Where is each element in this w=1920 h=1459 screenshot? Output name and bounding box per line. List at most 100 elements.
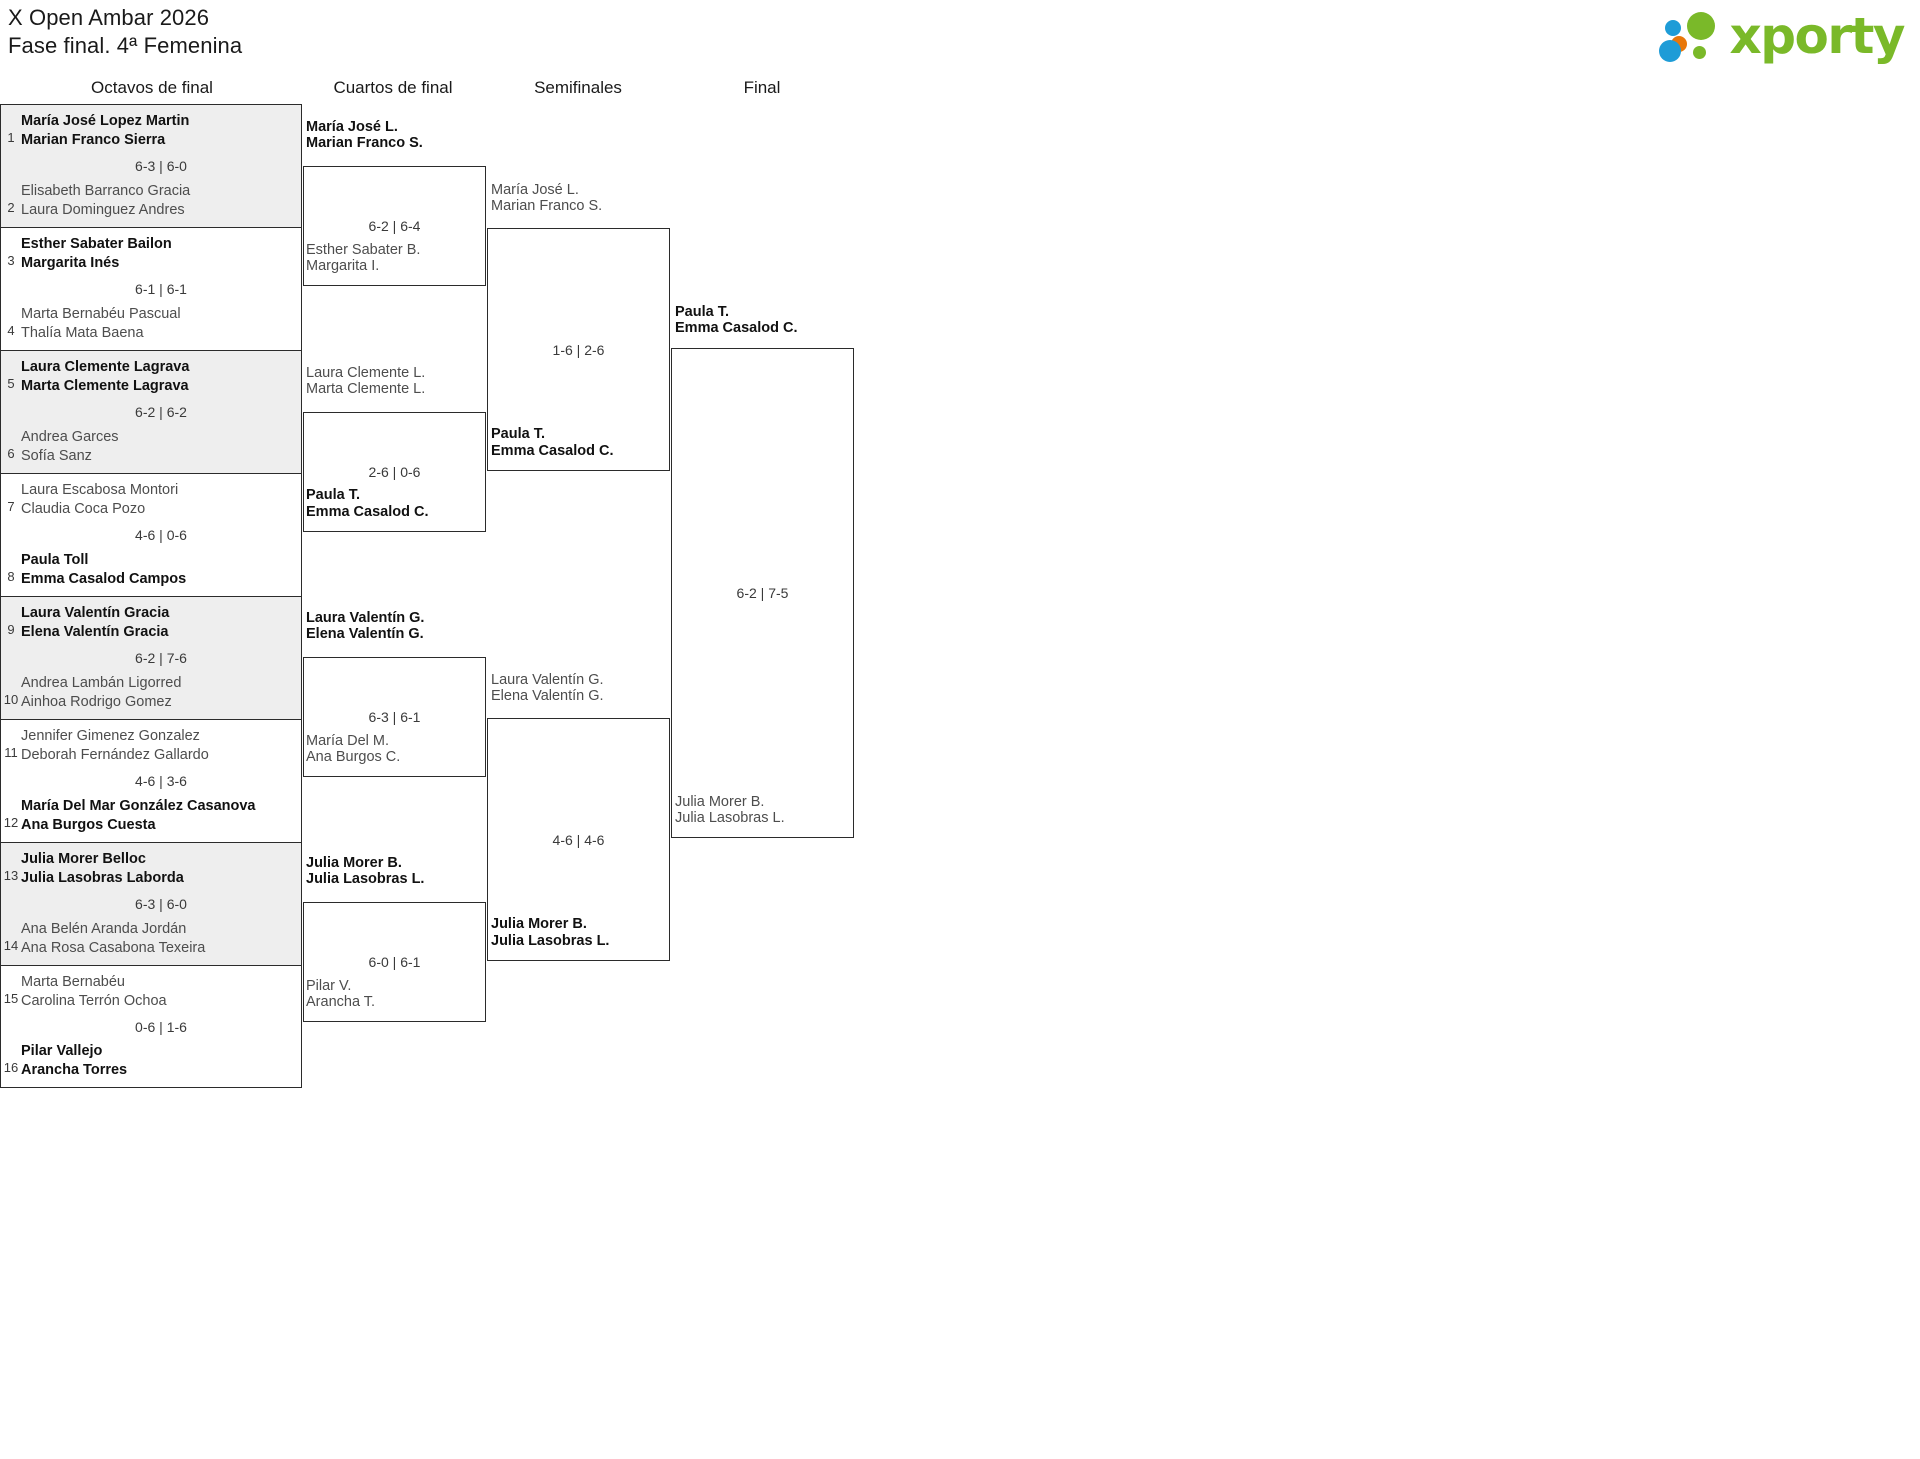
r16-match-6-bottom-team[interactable]: 12 María Del Mar González Casanova Ana B…: [1, 794, 301, 838]
r16-match-1-top-team[interactable]: 1 María José Lopez Martin Marian Franco …: [1, 109, 301, 153]
qf-2-bottom-player-2[interactable]: Emma Casalod C.: [306, 504, 429, 520]
r16-match-5[interactable]: 9 Laura Valentín Gracia Elena Valentín G…: [0, 596, 302, 719]
sf-1-top-player-1[interactable]: María José L.: [491, 182, 579, 198]
r16-match-4[interactable]: 7 Laura Escabosa Montori Claudia Coca Po…: [0, 473, 302, 596]
qf-4-bottom-player-1[interactable]: Pilar V.: [306, 978, 352, 994]
player-name: María José Lopez Martin: [21, 113, 190, 129]
qf-3-top-player-2[interactable]: Elena Valentín G.: [306, 626, 424, 642]
player-name: Ana Belén Aranda Jordán: [21, 921, 187, 937]
player-name: Julia Lasobras Laborda: [21, 870, 184, 886]
seed-number: 5: [7, 376, 15, 391]
r16-match-5-bottom-team[interactable]: 10 Andrea Lambán Ligorred Ainhoa Rodrigo…: [1, 671, 301, 715]
final-bottom-player-2[interactable]: Julia Lasobras L.: [675, 810, 785, 826]
qf-1-top-player-1[interactable]: María José L.: [306, 119, 398, 135]
seed-number: 2: [7, 200, 15, 215]
sf-1-bottom-player-2[interactable]: Emma Casalod C.: [491, 443, 614, 459]
xporty-logo: xporty: [1659, 8, 1905, 64]
player-name: Claudia Coca Pozo: [21, 501, 146, 517]
seed-number: 8: [7, 569, 15, 584]
r16-match-7-top-team[interactable]: 13 Julia Morer Belloc Julia Lasobras Lab…: [1, 847, 301, 891]
seed-number: 7: [7, 499, 15, 514]
player-name: Laura Dominguez Andres: [21, 202, 185, 218]
qf-3-score: 6-3 | 6-1: [368, 709, 421, 725]
final-top-player-1[interactable]: Paula T.: [675, 304, 729, 320]
qf-4-bottom-player-2[interactable]: Arancha T.: [306, 994, 376, 1010]
sf-2-bottom-player-1[interactable]: Julia Morer B.: [491, 916, 587, 932]
player-name: Pilar Vallejo: [21, 1043, 103, 1059]
r16-match-4-top-team[interactable]: 7 Laura Escabosa Montori Claudia Coca Po…: [1, 478, 301, 522]
sf-1-connector: 1-6 | 2-6: [487, 228, 670, 471]
final-top-player-2[interactable]: Emma Casalod C.: [675, 320, 798, 336]
qf-3-bottom-player-2[interactable]: Ana Burgos C.: [306, 749, 401, 765]
r16-match-8[interactable]: 15 Marta Bernabéu Carolina Terrón Ochoa …: [0, 965, 302, 1088]
r16-match-2[interactable]: 3 Esther Sabater Bailon Margarita Inés 6…: [0, 227, 302, 350]
round-header-semifinales: Semifinales: [534, 78, 622, 97]
player-name: Andrea Garces: [21, 429, 119, 445]
seed-number: 14: [3, 938, 19, 953]
final-bottom-player-1[interactable]: Julia Morer B.: [675, 794, 765, 810]
tournament-name: X Open Ambar 2026: [8, 5, 210, 30]
player-name: Laura Clemente Lagrava: [21, 359, 190, 375]
r16-match-8-top-team[interactable]: 15 Marta Bernabéu Carolina Terrón Ochoa: [1, 970, 301, 1014]
qf-1-bottom-player-2[interactable]: Margarita I.: [306, 258, 380, 274]
round-header-octavos: Octavos de final: [91, 78, 213, 97]
r16-match-1[interactable]: 1 María José Lopez Martin Marian Franco …: [0, 104, 302, 227]
qf-3-connector: 6-3 | 6-1: [303, 657, 486, 777]
sf-2-top-player-2[interactable]: Elena Valentín G.: [491, 688, 604, 704]
final-score: 6-2 | 7-5: [736, 585, 789, 601]
qf-2-top-player-2[interactable]: Marta Clemente L.: [306, 381, 426, 397]
r16-match-8-bottom-team[interactable]: 16 Pilar Vallejo Arancha Torres: [1, 1039, 301, 1083]
page-title: X Open Ambar 2026 Fase final. 4ª Femenin…: [8, 4, 242, 60]
seed-number: 6: [7, 446, 15, 461]
qf-1-top-player-2[interactable]: Marian Franco S.: [306, 135, 423, 151]
player-name: Elisabeth Barranco Gracia: [21, 183, 191, 199]
qf-2-score: 2-6 | 0-6: [368, 464, 421, 480]
qf-3-bottom-player-1[interactable]: María Del M.: [306, 733, 389, 749]
r16-match-4-bottom-team[interactable]: 8 Paula Toll Emma Casalod Campos: [1, 548, 301, 592]
qf-4-connector: 6-0 | 6-1: [303, 902, 486, 1022]
r16-match-2-bottom-team[interactable]: 4 Marta Bernabéu Pascual Thalía Mata Bae…: [1, 302, 301, 346]
qf-4-top-player-1[interactable]: Julia Morer B.: [306, 855, 402, 871]
r16-match-5-top-team[interactable]: 9 Laura Valentín Gracia Elena Valentín G…: [1, 601, 301, 645]
match-score: 4-6 | 0-6: [135, 527, 187, 543]
qf-2-top-player-1[interactable]: Laura Clemente L.: [306, 365, 426, 381]
qf-4-score: 6-0 | 6-1: [368, 954, 421, 970]
r16-match-2-top-team[interactable]: 3 Esther Sabater Bailon Margarita Inés: [1, 232, 301, 276]
sf-2-top-player-1[interactable]: Laura Valentín G.: [491, 672, 604, 688]
seed-number: 9: [7, 622, 15, 637]
player-name: Sofía Sanz: [21, 448, 92, 464]
r16-match-3-bottom-team[interactable]: 6 Andrea Garces Sofía Sanz: [1, 425, 301, 469]
sf-1-top-player-2[interactable]: Marian Franco S.: [491, 198, 603, 214]
seed-number: 4: [7, 323, 15, 338]
match-score: 6-2 | 7-6: [135, 650, 187, 666]
r16-match-6[interactable]: 11 Jennifer Gimenez Gonzalez Deborah Fer…: [0, 719, 302, 842]
r16-match-3[interactable]: 5 Laura Clemente Lagrava Marta Clemente …: [0, 350, 302, 473]
sf-1-bottom-player-1[interactable]: Paula T.: [491, 426, 545, 442]
r16-match-3-top-team[interactable]: 5 Laura Clemente Lagrava Marta Clemente …: [1, 355, 301, 399]
player-name: Jennifer Gimenez Gonzalez: [21, 728, 200, 744]
player-name: Ainhoa Rodrigo Gomez: [21, 694, 172, 710]
final-connector: 6-2 | 7-5: [671, 348, 854, 838]
player-name: Julia Morer Belloc: [21, 851, 146, 867]
qf-3-top-player-1[interactable]: Laura Valentín G.: [306, 610, 425, 626]
sf-2-connector: 4-6 | 4-6: [487, 718, 670, 961]
logo-dots-icon: [1659, 10, 1725, 62]
sf-1-score: 1-6 | 2-6: [552, 341, 605, 358]
qf-1-bottom-player-1[interactable]: Esther Sabater B.: [306, 242, 421, 258]
sf-2-bottom-player-2[interactable]: Julia Lasobras L.: [491, 933, 610, 949]
r16-match-7-bottom-team[interactable]: 14 Ana Belén Aranda Jordán Ana Rosa Casa…: [1, 917, 301, 961]
r16-match-1-bottom-team[interactable]: 2 Elisabeth Barranco Gracia Laura Doming…: [1, 179, 301, 223]
seed-number: 11: [4, 745, 18, 760]
player-name: Ana Rosa Casabona Texeira: [21, 940, 206, 956]
seed-number: 10: [3, 692, 19, 707]
player-name: Marian Franco Sierra: [21, 132, 166, 148]
seed-number: 13: [3, 868, 19, 883]
qf-2-bottom-player-1[interactable]: Paula T.: [306, 487, 360, 503]
qf-1-connector: 6-2 | 6-4: [303, 166, 486, 286]
r16-match-7[interactable]: 13 Julia Morer Belloc Julia Lasobras Lab…: [0, 842, 302, 965]
r16-match-6-top-team[interactable]: 11 Jennifer Gimenez Gonzalez Deborah Fer…: [1, 724, 301, 768]
player-name: Thalía Mata Baena: [21, 325, 144, 341]
qf-4-top-player-2[interactable]: Julia Lasobras L.: [306, 871, 425, 887]
player-name: Elena Valentín Gracia: [21, 624, 169, 640]
